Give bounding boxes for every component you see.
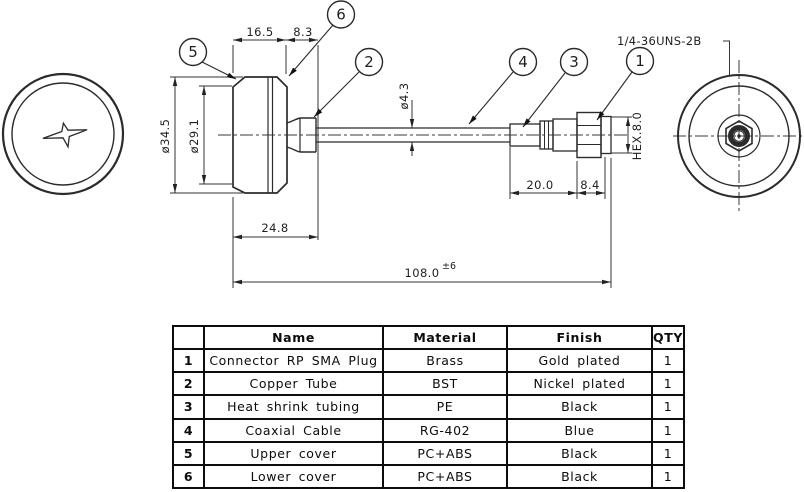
balloon-1: 1 [625,46,655,76]
rear-center-pin [737,134,741,138]
svg-text:2: 2 [364,53,374,71]
svg-text:4: 4 [518,53,528,71]
bom-no: 6 [172,463,205,490]
svg-text:1: 1 [635,52,645,70]
rear-view-inner-circle [688,85,790,187]
balloons: 5 6 2 4 3 1 [178,0,655,77]
balloon-5: 5 [178,37,208,67]
dim-108-tolerance: ±6 [442,261,456,272]
bom-no: 1 [172,348,205,374]
bom-no: 3 [172,394,205,420]
svg-text:5: 5 [188,43,198,61]
balloon-leader-arrowheads [226,67,605,127]
thread-spec-label: 1/4-36UNS-2B [617,34,702,48]
dim-16-5: 16.5 [246,25,273,39]
bom-qty: 1 [651,394,685,420]
drawing-canvas: 16.5 8.3 ø34.5 ø29.1 ø4.3 24.8 20.0 8.4 … [1,0,803,288]
bom-material: Brass [382,348,508,374]
table-row: 5 Upper cover PC+ABS Black 1 [172,440,685,466]
rear-view-boss-circle [717,114,761,158]
table-row: 6 Lower cover PC+ABS Black 1 [172,463,685,490]
bom-name: Heat shrink tubing [203,394,384,420]
bom-header-name: Name [203,324,384,351]
table-row: 1 Connector RP SMA Plug Brass Gold plate… [172,348,685,374]
bom-qty: 1 [651,417,685,443]
table-row: 4 Coaxial Cable RG-402 Blue 1 [172,417,685,443]
bom-qty: 1 [651,371,685,397]
table-row: 2 Copper Tube BST Nickel plated 1 [172,371,685,397]
bom-name: Copper Tube [203,371,384,397]
bom-no: 5 [172,440,205,466]
front-view-outer-circle [1,72,125,196]
bom-no: 4 [172,417,205,443]
dim-8-4: 8.4 [580,178,600,192]
table-row: 3 Heat shrink tubing PE Black 1 [172,394,685,420]
dim-dia-4-3: ø4.3 [397,83,411,110]
bom-finish: Nickel plated [506,371,653,397]
dim-dia-34-5: ø34.5 [158,119,172,154]
bom-material: PC+ABS [382,440,508,466]
bom-material: BST [382,371,508,397]
front-view-inner-circle [11,82,115,186]
bom-header-no [172,324,205,351]
rear-hex-nut [725,120,753,152]
dim-20-0: 20.0 [526,178,553,192]
bom-finish: Black [506,463,653,490]
balloon-6: 6 [326,0,356,29]
front-view [1,72,125,196]
rear-view [677,74,801,198]
balloon-3: 3 [559,47,589,77]
bom-material: RG-402 [382,417,508,443]
bom-name: Lower cover [203,463,384,490]
svg-text:3: 3 [569,53,579,71]
bill-of-materials-table: Name Material Finish QTY 1 Connector RP … [172,324,685,490]
rear-view-outer-circle [677,74,801,198]
bom-no: 2 [172,371,205,397]
rear-connector-ring [728,125,750,147]
bom-finish: Blue [506,417,653,443]
dimension-arrowheads [172,37,631,285]
bom-material: PE [382,394,508,420]
dim-8-3: 8.3 [293,25,313,39]
bom-qty: 1 [651,440,685,466]
dim-hex-8-0: HEX.8.0 [630,112,644,161]
star-mark [42,121,88,149]
dim-24-8: 24.8 [261,221,288,235]
bom-finish: Black [506,440,653,466]
bom-qty: 1 [651,463,685,490]
bom-header-finish: Finish [506,324,653,351]
bom-header-material: Material [382,324,508,351]
bom-name: Connector RP SMA Plug [203,348,384,374]
balloon-4: 4 [508,47,538,77]
svg-text:6: 6 [336,6,346,24]
bom-header-row: Name Material Finish QTY [172,324,685,351]
bom-finish: Gold plated [506,348,653,374]
dim-dia-29-1: ø29.1 [187,119,201,154]
balloon-2: 2 [354,47,384,77]
dim-108-0: 108.0 [405,266,440,280]
bom-name: Coaxial Cable [203,417,384,443]
rear-connector-bore [733,130,745,142]
bom-qty: 1 [651,348,685,374]
bom-finish: Black [506,394,653,420]
bom-name: Upper cover [203,440,384,466]
bom-header-qty: QTY [651,324,685,351]
bom-material: PC+ABS [382,463,508,490]
